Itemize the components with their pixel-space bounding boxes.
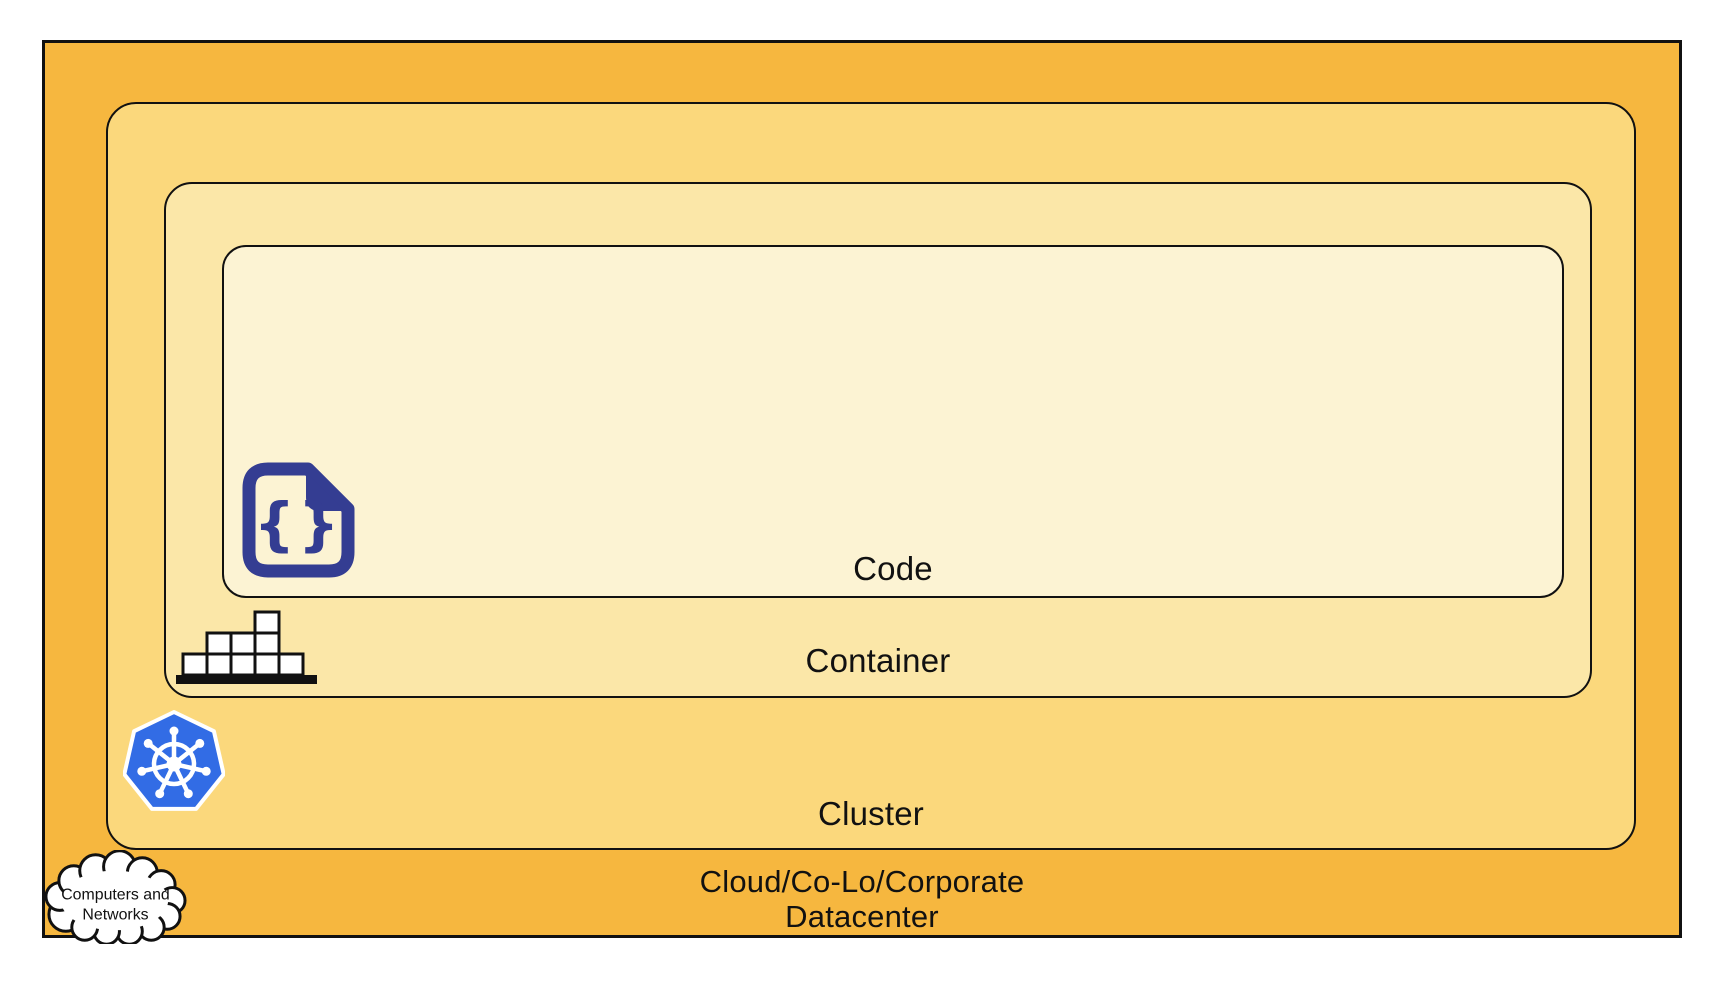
cluster-label: Cluster <box>818 795 924 832</box>
code-label: Code <box>853 550 933 587</box>
datacenter-label-line2: Datacenter <box>785 898 939 934</box>
layer-box-code: {} Code <box>222 245 1564 598</box>
kubernetes-icon <box>123 710 225 811</box>
container-label: Container <box>805 642 951 679</box>
datacenter-label-line1: Cloud/Co-Lo/Corporate <box>699 863 1025 899</box>
datacenter-label: Cloud/Co-Lo/Corporate Datacenter <box>45 864 1679 934</box>
layer-box-container: {} Code <box>164 182 1592 698</box>
code-braces-glyph: {} <box>254 490 343 558</box>
code-file-icon: {} <box>242 462 355 578</box>
layer-box-cluster: {} Code <box>106 102 1636 850</box>
cloud-label-line1: Computers and <box>61 886 170 903</box>
cloud-icon: Computers and Networks <box>44 850 187 944</box>
cloud-label-line2: Networks <box>82 906 148 923</box>
container-blocks-icon <box>176 610 317 684</box>
layer-box-datacenter: {} Code <box>42 40 1682 938</box>
